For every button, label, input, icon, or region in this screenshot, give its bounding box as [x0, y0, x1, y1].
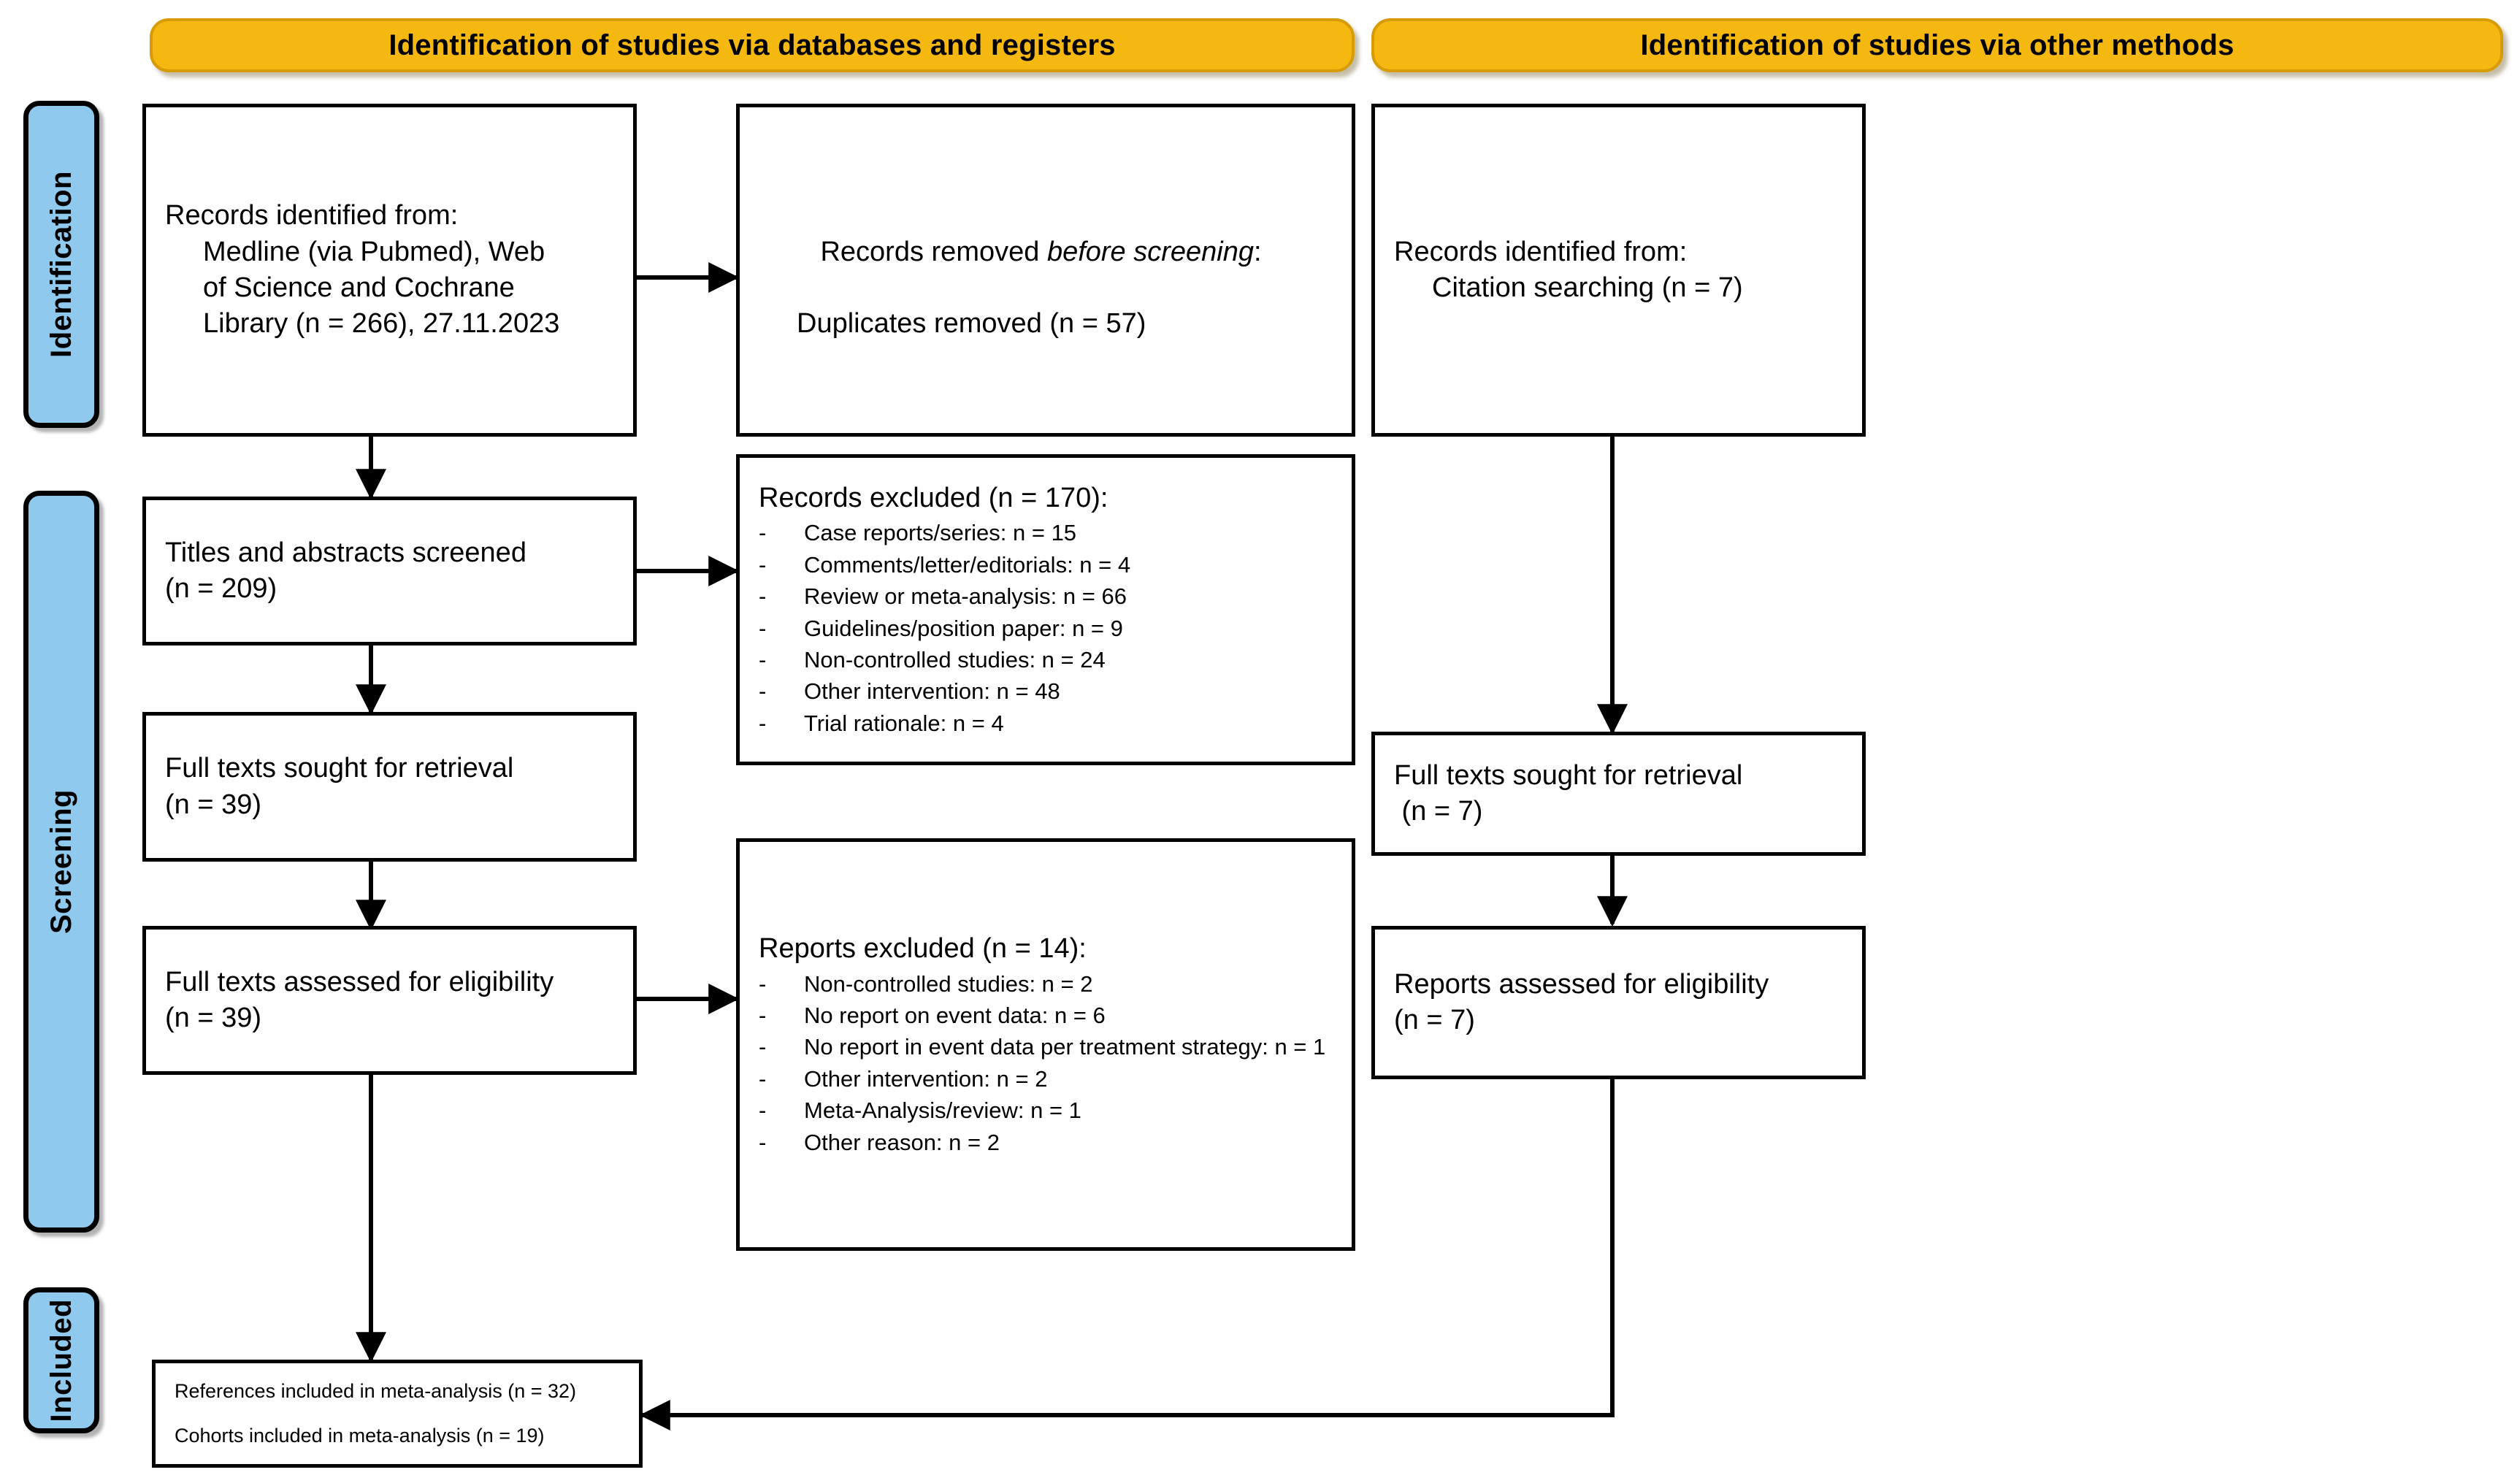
banner-other-methods: Identification of studies via other meth… [1371, 18, 2503, 72]
records-excluded-item-text: Other intervention: n = 48 [804, 678, 1060, 705]
records-excluded-item: - Trial rationale: n = 4 [759, 708, 1333, 739]
stage-rail-screening-label: Screening [45, 789, 77, 934]
node-records-identified-other: Records identified from: Citation search… [1371, 104, 1866, 437]
banner-other-methods-label: Identification of studies via other meth… [1640, 28, 2234, 61]
records-excluded-item: - Review or meta-analysis: n = 66 [759, 581, 1333, 612]
reports-excluded-item: - No report in event data per treatment … [759, 1031, 1333, 1062]
banner-databases-registers: Identification of studies via databases … [150, 18, 1355, 72]
records-removed-line1-post: : [1254, 236, 1262, 267]
node-records-excluded: Records excluded (n = 170): - Case repor… [736, 454, 1355, 765]
included-cohorts-line: Cohorts included in meta-analysis (n = 1… [175, 1425, 545, 1447]
stage-rail-included-label: Included [45, 1298, 77, 1422]
records-excluded-item-text: Trial rationale: n = 4 [804, 710, 1004, 736]
bullet-dash-icon: - [759, 1065, 767, 1092]
titles-screened-line2: (n = 209) [165, 573, 277, 604]
records-excluded-item: - Guidelines/position paper: n = 9 [759, 613, 1333, 644]
records-excluded-item-text: Guidelines/position paper: n = 9 [804, 615, 1123, 641]
reports-assessed-right-line2: (n = 7) [1394, 1005, 1475, 1035]
reports-excluded-item: - Other intervention: n = 2 [759, 1063, 1333, 1095]
records-excluded-item-text: Case reports/series: n = 15 [804, 520, 1077, 546]
reports-excluded-item-text: Non-controlled studies: n = 2 [804, 970, 1093, 997]
node-full-texts-sought-right: Full texts sought for retrieval (n = 7) [1371, 732, 1866, 856]
node-full-texts-assessed-left: Full texts assessed for eligibility (n =… [142, 926, 637, 1075]
bullet-dash-icon: - [759, 678, 767, 705]
records-identified-other-line2: Citation searching (n = 7) [1432, 272, 1743, 303]
stage-rail-identification-label: Identification [45, 171, 77, 358]
node-full-texts-sought-left: Full texts sought for retrieval (n = 39) [142, 712, 637, 862]
records-excluded-title: Records excluded (n = 170): [759, 482, 1108, 513]
records-removed-line1: Records removed before screening: [759, 198, 1333, 306]
node-included-in-meta-analysis: References included in meta-analysis (n … [152, 1360, 643, 1468]
bullet-dash-icon: - [759, 551, 767, 578]
reports-excluded-title: Reports excluded (n = 14): [759, 933, 1087, 965]
node-records-removed-before-screening: Records removed before screening: Duplic… [736, 104, 1355, 437]
records-identified-db-line4: Library (n = 266), 27.11.2023 [203, 308, 560, 340]
records-excluded-item: - Non-controlled studies: n = 24 [759, 644, 1333, 675]
bullet-dash-icon: - [759, 970, 767, 997]
records-removed-line1-pre: Records removed [820, 236, 1047, 267]
reports-excluded-item-text: Meta-Analysis/review: n = 1 [804, 1097, 1081, 1124]
reports-excluded-item-text: Other reason: n = 2 [804, 1129, 1000, 1155]
records-excluded-item-text: Comments/letter/editorials: n = 4 [804, 551, 1131, 578]
bullet-dash-icon: - [759, 710, 767, 736]
included-line-spacer [175, 1404, 620, 1423]
reports-excluded-item: - Non-controlled studies: n = 2 [759, 968, 1333, 1000]
records-removed-line1-emphasis: before screening [1046, 236, 1255, 267]
reports-excluded-item: - Meta-Analysis/review: n = 1 [759, 1095, 1333, 1126]
reports-excluded-list: - Non-controlled studies: n = 2 - No rep… [759, 968, 1333, 1158]
included-references-line: References included in meta-analysis (n … [175, 1379, 577, 1402]
bullet-dash-icon: - [759, 1003, 767, 1029]
full-texts-sought-right-line1: Full texts sought for retrieval [1394, 759, 1743, 791]
records-identified-db-line1: Records identified from: [165, 200, 459, 231]
titles-screened-line1: Titles and abstracts screened [165, 537, 526, 568]
bullet-dash-icon: - [759, 615, 767, 641]
stage-rail-identification: Identification [23, 101, 99, 428]
records-excluded-list: - Case reports/series: n = 15 - Comments… [759, 517, 1333, 739]
bullet-dash-icon: - [759, 1097, 767, 1124]
records-identified-db-line2: Medline (via Pubmed), Web [203, 236, 545, 267]
bullet-dash-icon: - [759, 1034, 767, 1060]
node-reports-excluded: Reports excluded (n = 14): - Non-control… [736, 838, 1355, 1251]
records-excluded-item: - Case reports/series: n = 15 [759, 517, 1333, 548]
reports-excluded-item-text: Other intervention: n = 2 [804, 1065, 1048, 1092]
bullet-dash-icon: - [759, 647, 767, 673]
records-identified-db-line3: of Science and Cochrane [203, 272, 515, 303]
reports-excluded-item-text: No report in event data per treatment st… [804, 1034, 1326, 1060]
full-texts-sought-left-line1: Full texts sought for retrieval [165, 753, 514, 784]
bullet-dash-icon: - [759, 1129, 767, 1155]
node-reports-assessed-right: Reports assessed for eligibility (n = 7) [1371, 926, 1866, 1079]
records-excluded-item-text: Non-controlled studies: n = 24 [804, 647, 1106, 673]
full-texts-sought-left-line2: (n = 39) [165, 789, 262, 820]
bullet-dash-icon: - [759, 520, 767, 546]
reports-assessed-right-line1: Reports assessed for eligibility [1394, 968, 1769, 1000]
stage-rail-screening: Screening [23, 491, 99, 1233]
stage-rail-included: Included [23, 1287, 99, 1433]
records-excluded-item: - Other intervention: n = 48 [759, 675, 1333, 707]
records-identified-other-line1: Records identified from: [1394, 236, 1688, 267]
full-texts-assessed-left-line2: (n = 39) [165, 1003, 262, 1033]
node-records-identified-databases: Records identified from: Medline (via Pu… [142, 104, 637, 437]
full-texts-assessed-left-line1: Full texts assessed for eligibility [165, 966, 554, 997]
reports-excluded-item: - Other reason: n = 2 [759, 1127, 1333, 1158]
full-texts-sought-right-line2: (n = 7) [1394, 796, 1483, 827]
banner-databases-registers-label: Identification of studies via databases … [388, 28, 1116, 61]
reports-excluded-item: - No report on event data: n = 6 [759, 1000, 1333, 1031]
records-removed-line2: Duplicates removed (n = 57) [797, 308, 1146, 340]
node-titles-abstracts-screened: Titles and abstracts screened (n = 209) [142, 497, 637, 645]
bullet-dash-icon: - [759, 583, 767, 610]
reports-excluded-item-text: No report on event data: n = 6 [804, 1003, 1106, 1029]
records-excluded-item-text: Review or meta-analysis: n = 66 [804, 583, 1127, 610]
records-excluded-item: - Comments/letter/editorials: n = 4 [759, 549, 1333, 581]
